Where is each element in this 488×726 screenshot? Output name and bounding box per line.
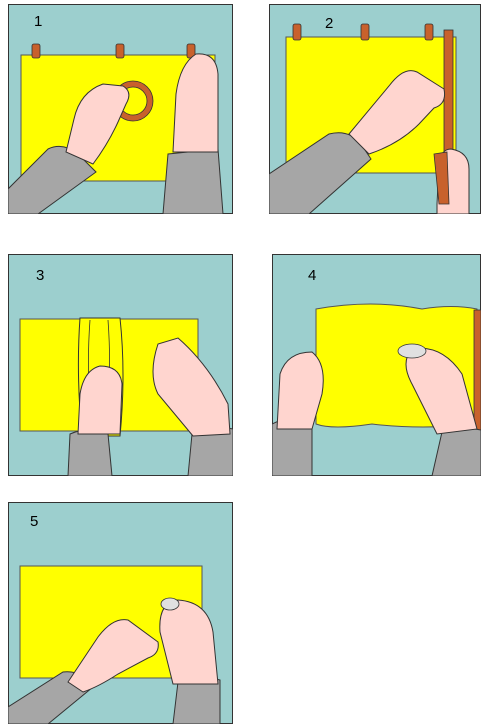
sleeve — [68, 430, 112, 476]
step-2-panel: 2 — [269, 4, 481, 214]
tape-strip — [361, 24, 369, 40]
step-number: 2 — [325, 15, 333, 32]
step-number: 5 — [30, 513, 38, 530]
step-3-panel: 3 — [8, 254, 233, 476]
step-number: 4 — [308, 267, 316, 284]
tape-strip — [293, 24, 301, 40]
tape-strip — [425, 24, 433, 40]
wiping-cloth — [161, 598, 179, 610]
step-4-panel: 4 — [272, 254, 481, 476]
step-number: 1 — [34, 13, 42, 30]
tape-strip — [32, 44, 40, 58]
tape-strip-long — [474, 310, 481, 430]
step-5-panel: 5 — [8, 502, 233, 724]
sleeve — [163, 149, 223, 214]
step-1-panel: 1 — [8, 4, 233, 214]
wiping-cloth — [398, 344, 426, 358]
tape-strip — [116, 44, 124, 58]
step-number: 3 — [36, 267, 44, 284]
